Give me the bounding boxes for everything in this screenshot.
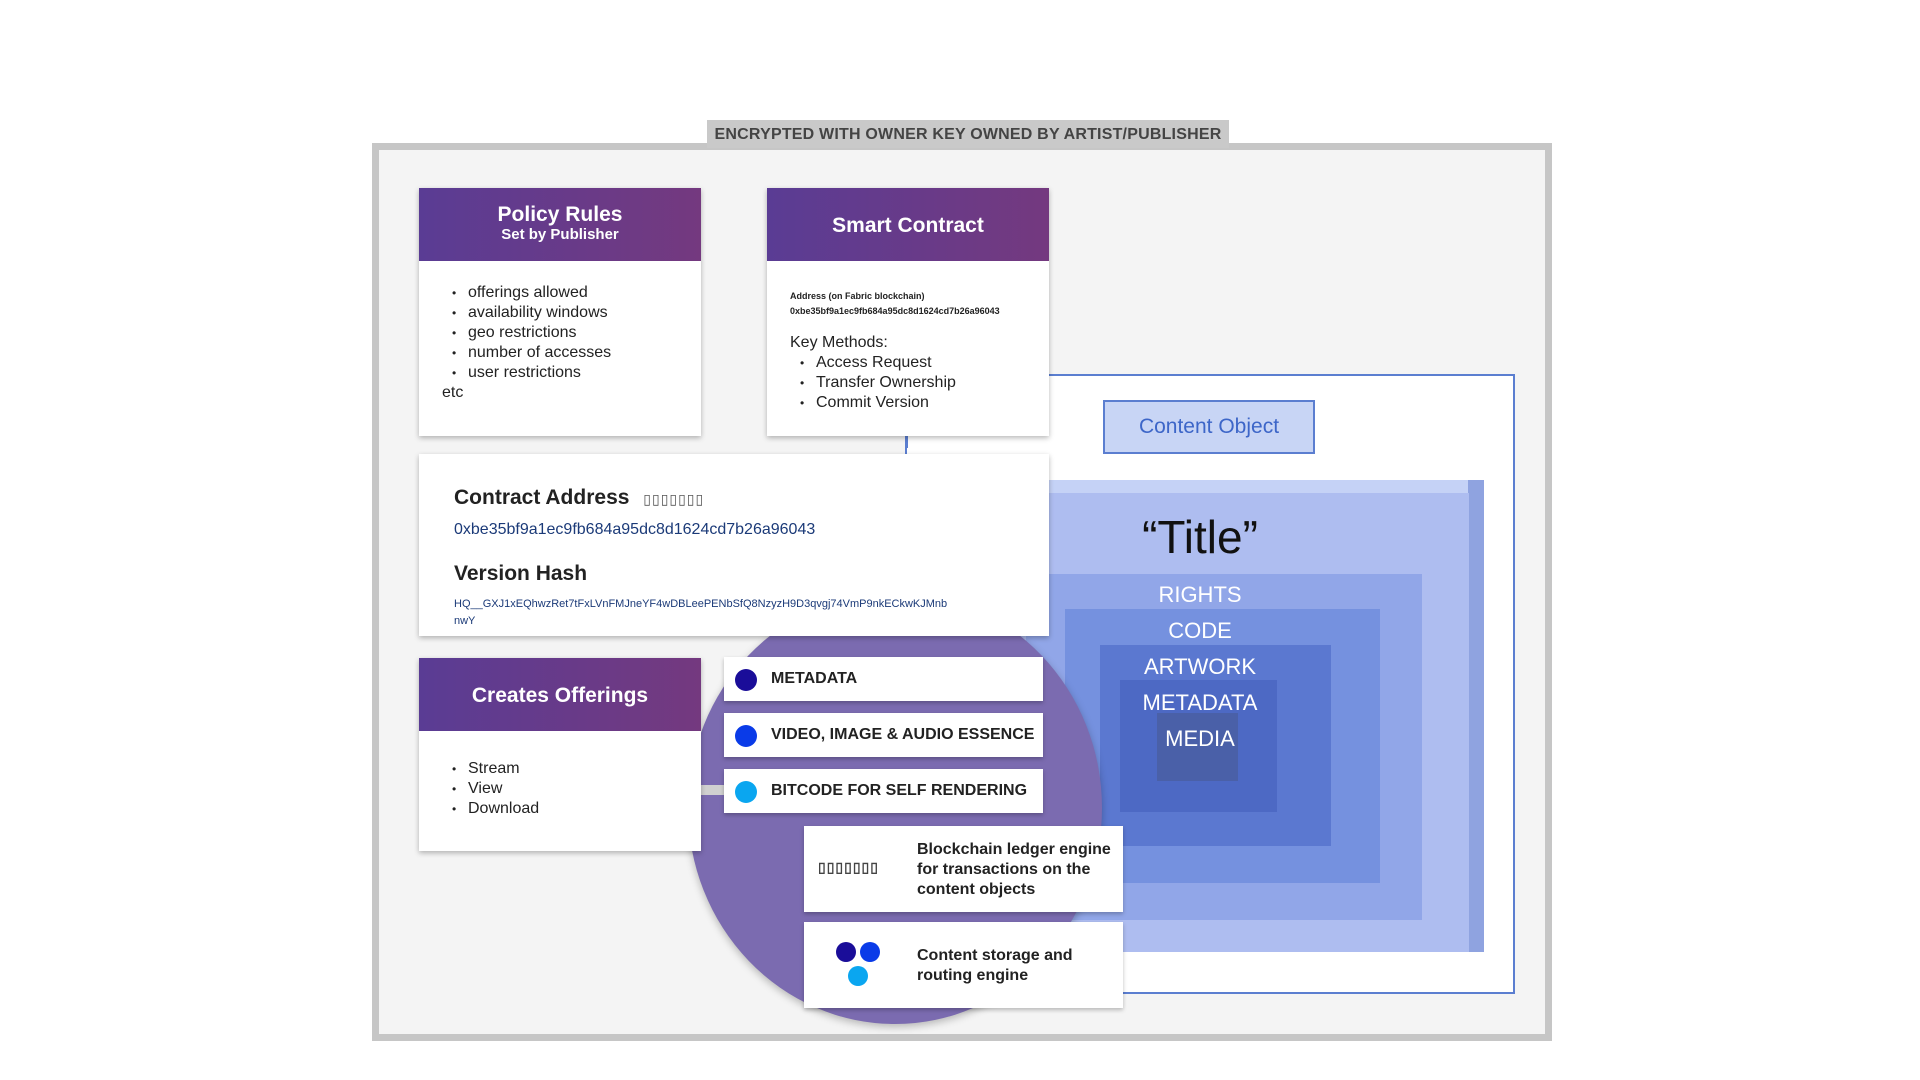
blockchain-glyph-icon: ▯▯▯▯▯▯▯	[818, 859, 879, 875]
list-item: geo restrictions	[452, 323, 701, 343]
encryption-banner: ENCRYPTED WITH OWNER KEY OWNED BY ARTIST…	[707, 120, 1229, 148]
storage-dot-icon	[860, 942, 880, 962]
policy-list: offerings allowed availability windows g…	[442, 283, 701, 383]
contract-info-card: Contract Address ▯▯▯▯▯▯▯ 0xbe35bf9a1ec9f…	[419, 454, 1049, 636]
storage-dot-icon	[836, 942, 856, 962]
list-item: Access Request	[800, 353, 1049, 373]
blockchain-engine-text: Blockchain ledger engine for transaction…	[917, 841, 1111, 898]
layer-label-rights: RIGHTS	[1158, 582, 1242, 607]
list-item: availability windows	[452, 303, 701, 323]
smart-contract-body: Address (on Fabric blockchain) 0xbe35bf9…	[767, 261, 1049, 413]
contract-address-heading-text: Contract Address	[454, 486, 630, 509]
layer-label-code: CODE	[1168, 618, 1232, 643]
list-item: user restrictions	[452, 363, 701, 383]
layer-label-media: MEDIA	[1165, 726, 1235, 751]
list-item: Transfer Ownership	[800, 373, 1049, 393]
bitcode-dot-icon	[735, 781, 757, 803]
offerings-body: Stream View Download	[419, 731, 701, 819]
list-item: Commit Version	[800, 393, 1049, 413]
methods-list: Access Request Transfer Ownership Commit…	[790, 353, 1049, 413]
policy-trailer: etc	[442, 384, 464, 401]
offerings-list: Stream View Download	[452, 759, 701, 819]
version-hash-heading: Version Hash	[454, 562, 588, 585]
part-label: VIDEO, IMAGE & AUDIO ESSENCE	[771, 726, 1035, 743]
contract-address-value: 0xbe35bf9a1ec9fb684a95dc8d1624cd7b26a960…	[454, 521, 816, 538]
address-value: 0xbe35bf9a1ec9fb684a95dc8d1624cd7b26a960…	[790, 306, 1000, 316]
part-metadata: METADATA	[724, 657, 1043, 701]
contract-address-heading: Contract Address ▯▯▯▯▯▯▯	[454, 486, 704, 510]
methods-label: Key Methods:	[790, 334, 888, 351]
policy-title: Policy Rules	[497, 203, 623, 226]
list-item: Download	[452, 799, 701, 819]
policy-body: offerings allowed availability windows g…	[419, 261, 701, 403]
smart-contract-card: Smart Contract Address (on Fabric blockc…	[767, 188, 1049, 436]
storage-engine-text: Content storage and routing engine	[917, 947, 1073, 984]
part-bitcode: BITCODE FOR SELF RENDERING	[724, 769, 1043, 813]
list-item: View	[452, 779, 701, 799]
essence-dot-icon	[735, 725, 757, 747]
list-item: Stream	[452, 759, 701, 779]
version-hash-line: HQ__GXJ1xEQhwzRet7tFxLVnFMJneYF4wDBLeePE…	[454, 598, 948, 610]
connector-line	[906, 436, 908, 448]
glyph-placeholder-icon: ▯▯▯▯▯▯▯	[643, 491, 705, 507]
version-hash-line: nwY	[454, 615, 476, 627]
list-item: offerings allowed	[452, 283, 701, 303]
offerings-card: Creates Offerings Stream View Download	[419, 658, 701, 851]
part-essence: VIDEO, IMAGE & AUDIO ESSENCE	[724, 713, 1043, 757]
layer-label-metadata: METADATA	[1142, 690, 1258, 715]
address-label: Address (on Fabric blockchain)	[790, 291, 925, 301]
part-label: METADATA	[771, 670, 858, 687]
version-hash-value: HQ__GXJ1xEQhwzRet7tFxLVnFMJneYF4wDBLeePE…	[454, 596, 947, 630]
policy-rules-header: Policy Rules Set by Publisher	[419, 188, 701, 261]
layer-media	[1157, 713, 1238, 781]
blockchain-engine-card: ▯▯▯▯▯▯▯ Blockchain ledger engine for tra…	[804, 826, 1123, 912]
smart-contract-title: Smart Contract	[767, 188, 1049, 261]
layer-bevel-top	[1002, 480, 1484, 494]
layer-label-artwork: ARTWORK	[1143, 654, 1257, 679]
part-label: BITCODE FOR SELF RENDERING	[771, 782, 1028, 799]
storage-engine-card: Content storage and routing engine	[804, 922, 1123, 1008]
connector-bar	[701, 785, 725, 795]
layer-bevel-right	[1468, 480, 1484, 952]
offerings-title: Creates Offerings	[419, 658, 701, 731]
list-item: number of accesses	[452, 343, 701, 363]
content-title: “Title”	[1142, 511, 1258, 563]
metadata-dot-icon	[735, 669, 757, 691]
content-object-label: Content Object	[1103, 400, 1315, 454]
policy-subtitle: Set by Publisher	[501, 226, 619, 243]
storage-dot-icon	[848, 966, 868, 986]
policy-rules-card: Policy Rules Set by Publisher offerings …	[419, 188, 701, 436]
